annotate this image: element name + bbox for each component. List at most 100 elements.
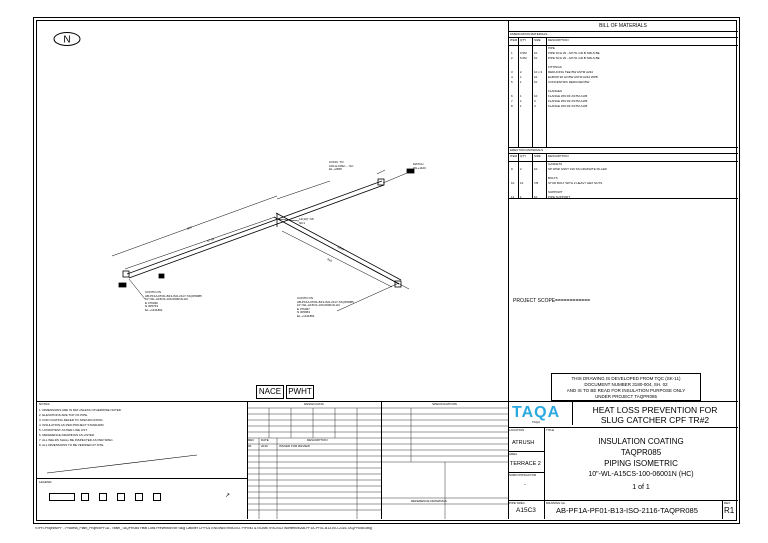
rev-value: 00 (248, 444, 252, 448)
bom-col-desc: DESCRIPTION (548, 154, 569, 158)
bom-cell-item: 11 (511, 195, 515, 199)
bom-fab-header: FABRICATION MATERIALS (510, 32, 548, 36)
bom-section-heading: FITTINGS (548, 65, 562, 69)
bom-cell-item: 4 (511, 75, 513, 79)
callout-size: 12(10)" NS NC1 (299, 217, 314, 225)
legend-symbol (117, 493, 125, 501)
project-title-line2: SLUG CATCHER CPF TR#2 (600, 415, 710, 425)
bom-cell-item: 8 (511, 104, 513, 108)
project-scope-value: ============ (555, 298, 591, 304)
area-label: AREA (509, 452, 518, 456)
bom-cell-desc: FLANGE WN RF ASTM A105 (548, 94, 588, 98)
bom-col-qty: QTY (520, 38, 527, 42)
bom-section-heading: GASKETS (548, 162, 563, 166)
isometric-pipe-drawing (111, 168, 415, 312)
bom-cell-qty: 1 (520, 94, 522, 98)
north-label: N (63, 35, 70, 46)
project-scope-label: PROJECT SCOPE (513, 298, 556, 304)
location-label: LOCATION (509, 428, 525, 432)
bom-cell-item: 5 (511, 80, 513, 84)
logo-subtext: TAQA (532, 420, 540, 424)
desc-col-header: DESCRIPTION (307, 438, 328, 442)
line-number: 10"-WL-A15CS-100-06001N (HC) (588, 471, 694, 478)
date-value: 2019 (261, 444, 268, 448)
bom-cell-desc: STUD BOLT WITH 2 HEAVY HEX NUTS (548, 181, 603, 185)
location-value: ATRUSH (512, 440, 535, 446)
bom-col-item: ITEM (510, 154, 518, 158)
bom-cell-item: 7 (511, 99, 513, 103)
bom-cell-desc: PIPE SUPPORT (548, 195, 571, 199)
title-label: TITLE (546, 428, 555, 432)
note-line: 7. ALL WELDS SHALL BE INSPECTED AS PER S… (39, 438, 114, 442)
design-data-grid (247, 407, 381, 519)
nace-tag: NACE (256, 385, 284, 399)
bom-cell-item: 2 (511, 56, 513, 60)
callout-continued-left: CONTD ON AB-PF1A-PF01-B13-ISO-2117-TAQPR… (145, 290, 202, 312)
bom-cell-desc: ELBOW 90 LR BW ASTM A234 WPB (548, 75, 598, 79)
bom-cell-size: 10 (534, 94, 538, 98)
disclaimer-line: UNDER PROJECT TAQPR085 (594, 394, 657, 399)
bom-cell-size: 10 (534, 167, 538, 171)
bom-divider (508, 21, 509, 401)
bom-cell-desc: SP WND GSKT 316 SS GRAPHITE FILLER (548, 167, 607, 171)
pwht-tag: PWHT (286, 385, 314, 399)
note-line: 4. INSULATION AS PER PROJECT STANDARD. (39, 423, 105, 427)
bom-section-heading: BOLTS (548, 176, 558, 180)
notes-block: NOTES: 1. DIMENSIONS ARE IN MM UNLESS OT… (37, 401, 247, 519)
drawing-sheet: N (33, 17, 740, 524)
sheet-number: 1 of 1 (632, 484, 650, 491)
bom-cell-size: 10 x 3 (534, 70, 543, 74)
legend-arrow-icon: ↗ (225, 493, 231, 499)
bom-cell-desc: PIPE SCH 20 - API 5L GR.B SMLS BE (548, 56, 600, 60)
bom-cell-size: 10 (534, 51, 538, 55)
desc-value: ISSUED FOR REVIEW (279, 444, 311, 448)
bom-cell-qty: 2 (520, 70, 522, 74)
bom-cell-item: 1 (511, 51, 513, 55)
bom-cell-size: 3 (534, 104, 536, 108)
bom-cell-item: 6 (511, 94, 513, 98)
note-line: 3. FOR COATING REFER TO SPECIFICATION. (39, 418, 104, 422)
area-value: TERRACE 2 (510, 461, 541, 467)
doc-title-line1: INSULATION COATING (598, 437, 684, 446)
legend-symbol (135, 493, 143, 501)
taqa-logo: TAQA TAQA (510, 403, 570, 425)
bom-cell-desc: CONCENTRIC REDUCER BW (548, 80, 590, 84)
bom-col-item: ITEM (510, 38, 518, 42)
bom-col-desc: DESCRIPTION (548, 38, 569, 42)
bom-col-size: SIZE (534, 38, 541, 42)
project-title-line1: HEAT LOSS PREVENTION FOR (592, 405, 718, 415)
note-line: 6. REFERENCE DRAWINGS AS LISTED. (39, 433, 95, 437)
rev-value: R1 (724, 506, 735, 515)
note-line: 5. HYDROTEST AS PER LINE LIST. (39, 428, 88, 432)
bom-cell-qty: 1 (520, 104, 522, 108)
drawing-number: AB-PF1A-PF01-B13-ISO-2116-TAQPR085 (556, 506, 698, 515)
bom-cell-size: 10 (534, 56, 538, 60)
date-col-header: DATE (261, 438, 269, 442)
doc-title-line2: TAQPR085 (620, 448, 662, 457)
reference-drawings-label: REFERENCE DRAWINGS (411, 499, 447, 503)
bom-cell-desc: REDUCING TEE BW ASTM A234 (548, 70, 593, 74)
bom-section-heading: FLANGES (548, 89, 563, 93)
bom-cell-size: 3 (534, 99, 536, 103)
subcontractor-value: - (524, 482, 526, 488)
bom-col-qty: QTY (520, 154, 527, 158)
bom-cell-item: 9 (511, 167, 513, 171)
bom-cell-desc: PIPE SCH 20 - API 5L GR.B SMLS BE (548, 51, 600, 55)
bom-cell-desc: FLANGE WN RF ASTM A105 (548, 104, 588, 108)
bom-cell-qty: 2 (520, 167, 522, 171)
bom-section-heading: SUPPORT (548, 190, 563, 194)
notes-strike-line (47, 454, 197, 474)
note-line: 8. ALL DIMENSIONS TO BE VERIFIED AT SITE… (39, 443, 105, 447)
legend-title: LEGEND: (39, 480, 53, 484)
legend-symbol (49, 493, 75, 501)
bom-cell-qty: 0.5M (520, 51, 527, 55)
bom-cell-qty: 5.0M (520, 56, 527, 60)
legend-symbol (153, 493, 161, 501)
bom-section-heading: PIPE (548, 46, 555, 50)
bom-cell-desc: FLANGE WN RF ASTM A105 (548, 99, 588, 103)
bom-cell-qty: 12 (520, 181, 524, 185)
bom-col-size: SIZE (534, 154, 541, 158)
note-line: 2. ELEVATIONS ARE TOP OF PIPE. (39, 413, 88, 417)
rev-label: REV. (724, 501, 731, 505)
doc-title-line3: PIPING ISOMETRIC (604, 459, 678, 468)
